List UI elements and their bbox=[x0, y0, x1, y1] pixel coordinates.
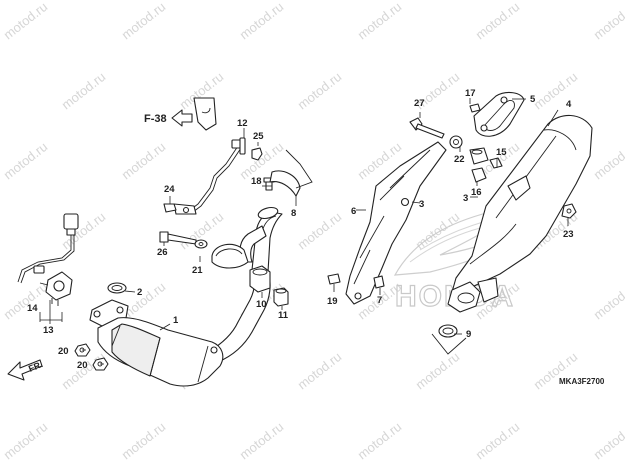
grommet-10 bbox=[249, 265, 271, 293]
watermark-text: motod.ru bbox=[413, 209, 463, 252]
watermark-text: motod.ru bbox=[237, 0, 287, 42]
callout-17: 17 bbox=[465, 88, 476, 99]
callout-3a: 3 bbox=[419, 199, 424, 210]
callout-20a: 20 bbox=[58, 346, 69, 357]
callout-21: 21 bbox=[192, 265, 203, 276]
watermark-text: motod.ru bbox=[413, 349, 463, 392]
callout-27: 27 bbox=[414, 98, 425, 109]
callout-20b: 20 bbox=[77, 360, 88, 371]
bolt-17 bbox=[469, 103, 481, 113]
bolt-27 bbox=[409, 117, 445, 139]
callout-6: 6 bbox=[351, 206, 356, 217]
washer-22 bbox=[194, 239, 208, 249]
watermark-text: motod.ru bbox=[591, 139, 625, 182]
callout-15: 15 bbox=[496, 147, 507, 158]
callout-3b: 3 bbox=[463, 193, 468, 204]
callout-12: 12 bbox=[237, 118, 248, 129]
diagram-code: MKA3F2700 bbox=[559, 377, 605, 386]
callout-14: 14 bbox=[27, 303, 38, 314]
collar-7 bbox=[373, 275, 385, 289]
bolt-15 bbox=[489, 157, 503, 169]
watermark-text: motod.ru bbox=[295, 349, 345, 392]
callout-18: 18 bbox=[251, 176, 262, 187]
o2-sensor-assembly bbox=[17, 213, 79, 306]
nut-23 bbox=[561, 203, 577, 219]
callout-16: 16 bbox=[471, 187, 482, 198]
front-direction-arrow bbox=[7, 359, 43, 381]
callout-25: 25 bbox=[253, 131, 264, 142]
watermark-text: motod.ru bbox=[59, 69, 109, 112]
mount-rubber-5 bbox=[473, 91, 525, 137]
callout-8: 8 bbox=[291, 208, 296, 219]
callout-22: 22 bbox=[454, 154, 465, 165]
watermark-text: motod.ru bbox=[473, 0, 523, 42]
watermark-text: motod.ru bbox=[1, 419, 51, 462]
watermark-text: motod.ru bbox=[295, 209, 345, 252]
callout-23: 23 bbox=[563, 229, 574, 240]
watermark-text: motod.ru bbox=[531, 69, 581, 112]
watermark-text: motod.ru bbox=[119, 0, 169, 42]
exhaust-pipe-assembly bbox=[89, 206, 283, 387]
reference-label: F-38 bbox=[144, 113, 167, 125]
watermark-text: motod.ru bbox=[591, 419, 625, 462]
callout-26: 26 bbox=[157, 247, 168, 258]
bracket-and-hose bbox=[173, 97, 242, 215]
watermark-text: motod.ru bbox=[295, 69, 345, 112]
collar-16 bbox=[471, 167, 487, 183]
watermark-text: motod.ru bbox=[237, 419, 287, 462]
gasket-9 bbox=[431, 324, 467, 355]
front-direction-label: FR. bbox=[27, 359, 44, 374]
watermark-text: motod.ru bbox=[119, 139, 169, 182]
callout-19: 19 bbox=[327, 296, 338, 307]
callout-1: 1 bbox=[173, 315, 179, 326]
watermark-text: motod.ru bbox=[355, 419, 405, 462]
leader-lines bbox=[39, 98, 569, 365]
callout-2: 2 bbox=[137, 287, 142, 298]
callout-11: 11 bbox=[278, 310, 289, 321]
callout-4: 4 bbox=[566, 99, 572, 110]
grommet-22 bbox=[469, 147, 489, 165]
watermark-text: motod.ru bbox=[591, 0, 625, 42]
callout-10: 10 bbox=[256, 299, 267, 310]
band-clamp-21 bbox=[211, 243, 249, 269]
callout-13: 13 bbox=[43, 325, 54, 336]
callout-5: 5 bbox=[530, 94, 536, 105]
gasket-ring bbox=[107, 282, 127, 294]
watermark-text: motod.ru bbox=[1, 0, 51, 42]
callout-9: 9 bbox=[466, 329, 471, 340]
watermark-text: motod.ru bbox=[119, 419, 169, 462]
collar-22 bbox=[449, 135, 463, 149]
watermark-text: motod.ru bbox=[591, 279, 625, 322]
bolt-19 bbox=[327, 273, 341, 285]
watermark-text: motod.ru bbox=[1, 139, 51, 182]
bolt-12 bbox=[239, 137, 246, 155]
muffler bbox=[447, 114, 593, 313]
bolt-24 bbox=[163, 203, 177, 213]
callout-7: 7 bbox=[377, 295, 382, 306]
muffler-protector bbox=[345, 141, 447, 305]
collar-11 bbox=[273, 287, 289, 307]
reference-arrow bbox=[171, 109, 193, 127]
bolt-25 bbox=[251, 147, 263, 161]
callout-numbers: 1 2 3 3 4 5 6 7 8 9 10 11 12 13 14 15 16… bbox=[27, 88, 574, 371]
watermark-text: motod.ru bbox=[1, 279, 51, 322]
watermark-text: motod.ru bbox=[473, 419, 523, 462]
callout-24: 24 bbox=[164, 184, 175, 195]
watermark-text: motod.ru bbox=[355, 0, 405, 42]
